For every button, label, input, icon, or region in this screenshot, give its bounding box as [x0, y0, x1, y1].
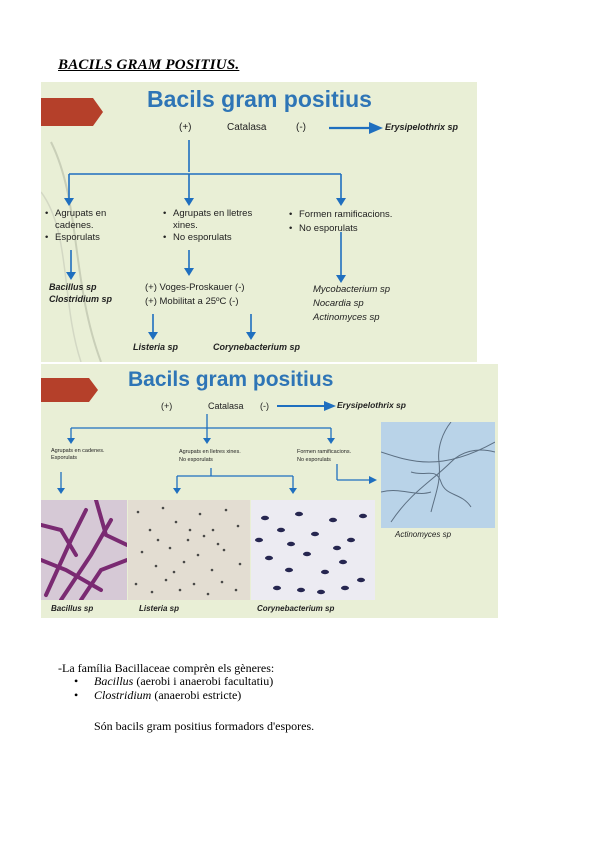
result-listeria: Listeria sp [133, 342, 179, 352]
caption-corynebacterium: Corynebacterium sp [257, 604, 335, 613]
caption-listeria: Listeria sp [139, 604, 180, 613]
catalasa-negative: (-) [296, 122, 306, 133]
catalasa-positive: (+) [161, 401, 173, 411]
page-heading: BACILS GRAM POSITIUS. [58, 57, 240, 73]
branch-2-item: No esporulats [179, 457, 213, 463]
catalasa-positive: (+) [179, 122, 192, 133]
slide-2-title: Bacils gram positius [128, 368, 334, 391]
test-label: (+) Mobilitat a 25ºC (-) [145, 296, 239, 307]
bacillus-micrograph [41, 500, 127, 600]
red-ribbon-icon [41, 378, 98, 402]
genus-label: Actinomyces sp [313, 312, 380, 323]
branch-1-item: Esporulats [45, 232, 145, 244]
genus-name: Bacillus [94, 674, 134, 688]
branch-3-item: No esporulats [297, 457, 331, 463]
corynebacterium-micrograph-image [251, 500, 375, 600]
slide-2-decoration [41, 378, 377, 494]
caption-bacillus: Bacillus sp [51, 604, 94, 613]
flowchart-slide-2: Bacils gram positius (+) Catalasa (-) Er… [41, 364, 498, 618]
actinomyces-micrograph [381, 422, 495, 528]
branch-3-item: Formen ramificacions. [289, 208, 439, 222]
branch-3-item: No esporulats [289, 222, 439, 236]
branch-1-item: Agrupats en cadenes. [45, 208, 145, 232]
listeria-micrograph-image [128, 500, 250, 600]
actinomyces-micrograph-image [381, 422, 495, 528]
branch-2-item: Agrupats en lletres xines. [179, 449, 241, 455]
branch-1-item: Agrupats en cadenes. [51, 448, 105, 454]
closing-sentence: Són bacils gram positius formadors d'esp… [94, 719, 315, 733]
result-corynebacterium: Corynebacterium sp [213, 342, 301, 352]
erysipelothrix-label: Erysipelothrix sp [385, 122, 459, 132]
branch-1-item: Esporulats [51, 455, 77, 461]
bacillus-micrograph-image [41, 500, 127, 600]
genus-label: Nocardia sp [313, 298, 364, 309]
genus-item: Clostridium (anaerobi estricte) [74, 688, 273, 702]
branch-3-items: Formen ramificacions. No esporulats [297, 448, 387, 464]
red-ribbon-icon [41, 98, 103, 126]
genus-item: Bacillus (aerobi i anaerobi facultatiu) [74, 674, 273, 688]
corynebacterium-micrograph [251, 500, 375, 600]
catalasa-negative: (-) [260, 401, 269, 411]
branch-3-items: Formen ramificacions. No esporulats [289, 208, 439, 236]
branch-3-genera: Mycobacterium sp Nocardia sp Actinomyces… [313, 283, 390, 325]
erysipelothrix-label: Erysipelothrix sp [337, 400, 406, 410]
genus-label: Clostridium sp [49, 294, 113, 304]
catalasa-label: Catalasa [208, 401, 244, 411]
flowchart-slide-1: Bacils gram positius (+) Catalasa (-) Er… [41, 82, 477, 362]
branch-1-items: Agrupats en cadenes. Esporulats [51, 448, 111, 462]
listeria-micrograph [128, 500, 250, 600]
genus-label: Mycobacterium sp [313, 284, 391, 295]
genus-label: Bacillus sp [49, 282, 97, 292]
genus-desc: (anaerobi estricte) [151, 688, 242, 702]
branch-2-items: Agrupats en lletres xines. No esporulats [179, 448, 289, 464]
caption-actinomyces: Actinomyces sp [395, 530, 452, 539]
branch-2-item: No esporulats [163, 232, 273, 244]
branch-2-items: Agrupats en lletres xines. No esporulats [163, 208, 273, 244]
branch-3-item: Formen ramificacions. [297, 449, 352, 455]
genus-name: Clostridium [94, 688, 152, 702]
test-label: (+) Voges-Proskauer (-) [145, 282, 245, 293]
branch-1-genera: Bacillus sp Clostridium sp [49, 281, 112, 305]
genus-desc: (aerobi i anaerobi facultatiu) [133, 674, 274, 688]
family-intro: -La família Bacillaceae comprèn els gène… [58, 661, 275, 675]
slide-1-decoration [41, 98, 383, 362]
slide-1-title: Bacils gram positius [147, 86, 372, 112]
genera-list: Bacillus (aerobi i anaerobi facultatiu) … [74, 674, 273, 702]
branch-2-item: Agrupats en lletres xines. [163, 208, 273, 232]
catalasa-label: Catalasa [227, 122, 267, 133]
branch-2-tests: (+) Voges-Proskauer (-) (+) Mobilitat a … [145, 281, 245, 309]
branch-1-items: Agrupats en cadenes. Esporulats [45, 208, 145, 244]
